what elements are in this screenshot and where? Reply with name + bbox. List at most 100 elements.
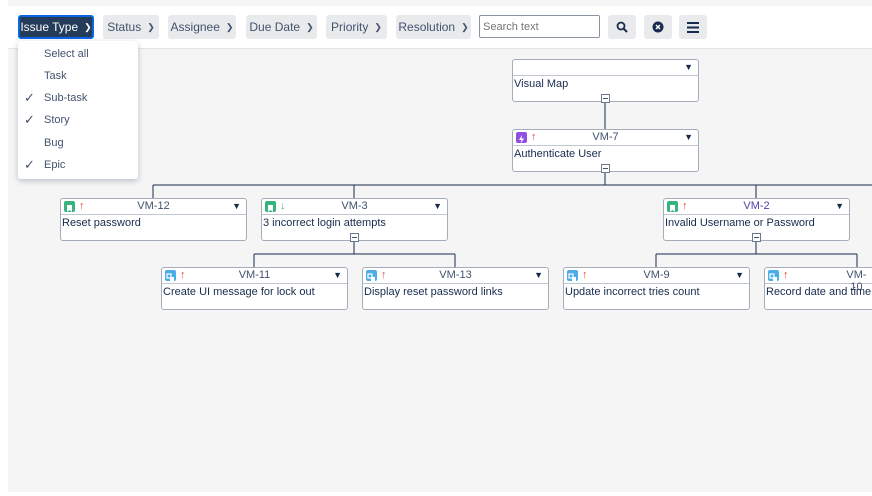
filter-label: Assignee <box>170 20 220 34</box>
option-label: Select all <box>44 48 89 60</box>
issue-type-option-bug[interactable]: Bug <box>18 132 138 154</box>
chevron-down-icon: ❯ <box>374 21 382 32</box>
subtask-type-icon <box>768 270 779 281</box>
issue-card-vm9[interactable]: ↑ VM-9 ▼ Update incorrect tries count <box>563 267 750 310</box>
chevron-down-icon: ❯ <box>225 21 234 32</box>
filter-status-button[interactable]: Status ❯ <box>103 15 159 39</box>
subtask-type-icon <box>567 270 578 281</box>
issue-card-vm7[interactable]: ↑ VM-7 ▼ Authenticate User <box>512 129 699 173</box>
issue-key[interactable]: VM-7 <box>592 131 619 143</box>
issue-key[interactable]: VM-12 <box>137 200 170 212</box>
issue-key[interactable]: VM-13 <box>439 269 472 281</box>
filter-assignee-button[interactable]: Assignee ❯ <box>168 15 236 39</box>
chevron-down-icon: ❯ <box>84 21 92 32</box>
issue-key-link[interactable]: VM-2 <box>743 200 770 212</box>
story-type-icon <box>265 201 276 212</box>
collapse-toggle-icon[interactable] <box>601 164 610 173</box>
filter-issue-type-button[interactable]: Issue Type ❯ <box>18 15 94 39</box>
caret-down-icon[interactable]: ▼ <box>534 270 543 280</box>
caret-down-icon[interactable]: ▼ <box>835 201 844 211</box>
collapse-toggle-icon[interactable] <box>350 233 359 242</box>
chevron-down-icon: ❯ <box>461 21 469 32</box>
issue-key[interactable]: VM-3 <box>341 200 368 212</box>
issue-type-option-task[interactable]: Task <box>18 65 138 87</box>
issue-card-header: ↑ VM-12 ▼ <box>61 199 246 215</box>
filter-resolution-button[interactable]: Resolution ❯ <box>396 15 471 39</box>
issue-card-vm10[interactable]: ↑ VM-10 Record date and time <box>764 267 872 310</box>
filter-priority-button[interactable]: Priority ❯ <box>326 15 387 39</box>
issue-key[interactable]: VM-10 <box>846 269 867 293</box>
clear-circle-icon <box>652 21 664 33</box>
issue-summary: Record date and time <box>766 286 872 298</box>
filter-due-date-button[interactable]: Due Date ❯ <box>246 15 317 39</box>
issue-summary: Authenticate User <box>514 148 602 160</box>
issue-summary: 3 incorrect login attempts <box>263 217 386 229</box>
issue-card-header: ↑ VM-2 ▼ <box>664 199 849 215</box>
root-node[interactable]: ▼ Visual Map <box>512 59 699 103</box>
filter-toolbar: Issue Type ❯ Status ❯ Assignee ❯ Due Dat… <box>8 6 872 49</box>
issue-type-option-epic[interactable]: ✓ Epic <box>18 154 138 176</box>
issue-key[interactable]: VM-9 <box>643 269 670 281</box>
search-button[interactable] <box>608 15 636 39</box>
priority-high-icon: ↑ <box>180 269 186 281</box>
chevron-down-icon: ❯ <box>147 21 155 32</box>
option-label: Bug <box>44 137 64 149</box>
issue-card-header: ↑ VM-11 ▼ <box>162 268 347 284</box>
caret-down-icon[interactable]: ▼ <box>232 201 241 211</box>
issue-card-vm2[interactable]: ↑ VM-2 ▼ Invalid Username or Password <box>663 198 850 242</box>
caret-down-icon[interactable]: ▼ <box>735 270 744 280</box>
clear-filters-button[interactable] <box>644 15 672 39</box>
issue-card-header: ↑ VM-13 ▼ <box>363 268 548 284</box>
priority-low-icon: ↓ <box>280 200 286 212</box>
hamburger-menu-icon <box>687 21 699 33</box>
issue-card-vm13[interactable]: ↑ VM-13 ▼ Display reset password links <box>362 267 549 310</box>
collapse-toggle-icon[interactable] <box>601 94 610 103</box>
issue-card-vm3[interactable]: ↓ VM-3 ▼ 3 incorrect login attempts <box>261 198 448 242</box>
filter-label: Priority <box>331 20 369 34</box>
search-input[interactable] <box>479 15 600 38</box>
issue-summary: Update incorrect tries count <box>565 286 700 298</box>
priority-high-icon: ↑ <box>79 200 85 212</box>
story-type-icon <box>667 201 678 212</box>
priority-high-icon: ↑ <box>531 131 537 143</box>
collapse-toggle-icon[interactable] <box>752 233 761 242</box>
issue-type-option-story[interactable]: ✓ Story <box>18 109 138 131</box>
issue-type-option-select-all[interactable]: Select all <box>18 43 138 65</box>
option-label: Story <box>44 114 70 126</box>
issue-card-header: ↑ VM-10 <box>765 268 872 293</box>
filter-label: Due Date <box>249 20 301 34</box>
priority-high-icon: ↑ <box>783 269 789 281</box>
issue-card-vm11[interactable]: ↑ VM-11 ▼ Create UI message for lock out <box>161 267 348 310</box>
issue-key[interactable]: VM-11 <box>238 269 271 281</box>
filter-label: Status <box>107 20 142 34</box>
caret-down-icon[interactable]: ▼ <box>684 62 693 72</box>
caret-down-icon[interactable]: ▼ <box>333 270 342 280</box>
issue-summary: Invalid Username or Password <box>665 217 815 229</box>
menu-button[interactable] <box>679 15 707 39</box>
filter-label: Issue Type <box>20 20 79 34</box>
checkmark-icon: ✓ <box>24 90 35 105</box>
issue-card-header: ↑ VM-9 ▼ <box>564 268 749 284</box>
caret-down-icon[interactable]: ▼ <box>684 132 693 142</box>
root-node-summary: Visual Map <box>514 78 569 90</box>
chevron-down-icon: ❯ <box>306 21 314 32</box>
issue-card-header: ↓ VM-3 ▼ <box>262 199 447 215</box>
map-canvas[interactable] <box>8 0 872 492</box>
issue-type-option-sub-task[interactable]: ✓ Sub-task <box>18 87 138 109</box>
issue-card-vm12[interactable]: ↑ VM-12 ▼ Reset password <box>60 198 247 241</box>
issue-card-header: ↑ VM-7 ▼ <box>513 130 698 146</box>
priority-high-icon: ↑ <box>381 269 387 281</box>
priority-high-icon: ↑ <box>582 269 588 281</box>
root-node-header: ▼ <box>513 60 698 76</box>
option-label: Epic <box>44 159 66 171</box>
caret-down-icon[interactable]: ▼ <box>433 201 442 211</box>
filter-label: Resolution <box>398 20 456 34</box>
option-label: Sub-task <box>44 92 88 104</box>
issue-summary: Reset password <box>62 217 141 229</box>
option-label: Task <box>44 70 67 82</box>
epic-type-icon <box>516 132 527 144</box>
priority-high-icon: ↑ <box>682 200 688 212</box>
issue-type-dropdown: Select all Task ✓ Sub-task ✓ Story Bug ✓… <box>18 41 138 179</box>
